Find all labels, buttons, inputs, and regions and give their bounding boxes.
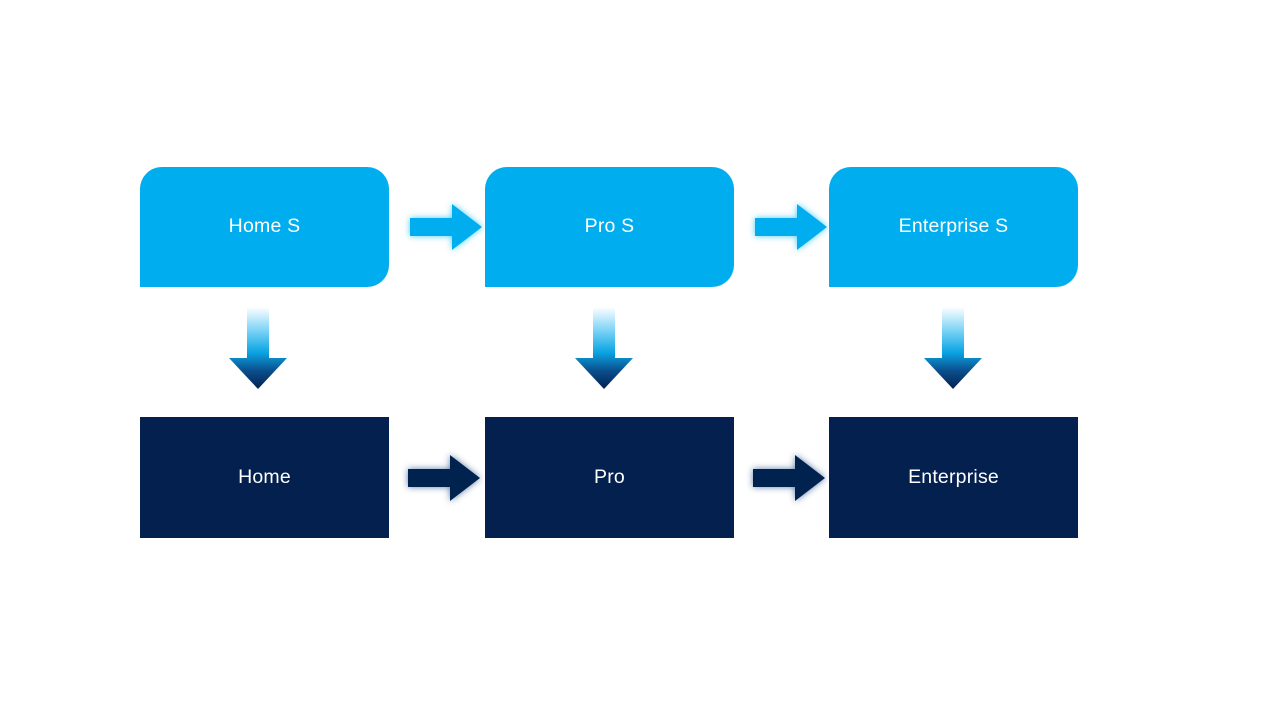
node-enterprise-s[interactable]: Enterprise S (829, 167, 1078, 287)
node-home-s-label: Home S (228, 215, 301, 238)
node-pro-s-label: Pro S (584, 215, 635, 238)
node-home-s[interactable]: Home S (140, 167, 389, 287)
down-arrow-icon-home-s-down (224, 305, 292, 392)
node-pro-label: Pro (594, 465, 625, 488)
node-enterprise[interactable]: Enterprise (829, 417, 1078, 538)
right-arrow-icon-pro-s-to-enterprise-s (745, 196, 835, 258)
right-arrow-icon-pro-to-enterprise (743, 447, 833, 509)
right-arrow-icon-home-to-pro (398, 447, 488, 509)
node-home[interactable]: Home (140, 417, 389, 538)
node-enterprise-s-label: Enterprise S (898, 215, 1009, 238)
right-arrow-icon-home-s-to-pro-s (400, 196, 490, 258)
node-enterprise-label: Enterprise (908, 465, 999, 488)
down-arrow-icon-enterprise-s-down (919, 305, 987, 392)
node-pro-s[interactable]: Pro S (485, 167, 734, 287)
down-arrow-icon-pro-s-down (570, 305, 638, 392)
node-pro[interactable]: Pro (485, 417, 734, 538)
node-home-label: Home (238, 465, 291, 488)
